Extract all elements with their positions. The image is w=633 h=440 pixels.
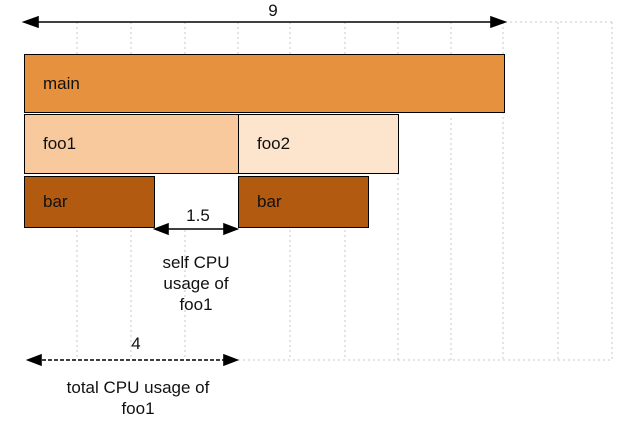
frame-main: main — [24, 54, 505, 113]
total-width-value: 9 — [268, 1, 278, 20]
frame-bar-left-label: bar — [43, 192, 68, 211]
frame-bar-right: bar — [238, 176, 369, 228]
self-cpu-arrow — [152, 222, 240, 236]
frame-foo2: foo2 — [238, 114, 399, 174]
frame-foo1-label: foo1 — [43, 134, 77, 153]
total-cpu-value: 4 — [131, 334, 141, 353]
self-cpu-caption-line-1: self CPU — [162, 253, 230, 272]
frame-bar-left: bar — [24, 176, 155, 228]
frame-foo1: foo1 — [24, 114, 239, 174]
self-cpu-caption-line-2: usage of — [163, 274, 229, 293]
frame-foo2-label: foo2 — [257, 134, 291, 153]
total-cpu-caption: total CPU usage of foo1 — [38, 377, 238, 419]
total-cpu-caption-line-2: foo1 — [121, 399, 155, 418]
self-cpu-caption-line-3: foo1 — [179, 295, 213, 314]
total-cpu-caption-line-1: total CPU usage of — [66, 378, 210, 397]
total-width-arrow — [21, 15, 508, 29]
self-cpu-caption: self CPU usage of foo1 — [148, 252, 244, 315]
self-cpu-value: 1.5 — [186, 206, 210, 225]
frame-bar-right-label: bar — [257, 192, 282, 211]
frame-main-label: main — [43, 73, 80, 93]
total-cpu-arrow — [25, 353, 240, 367]
